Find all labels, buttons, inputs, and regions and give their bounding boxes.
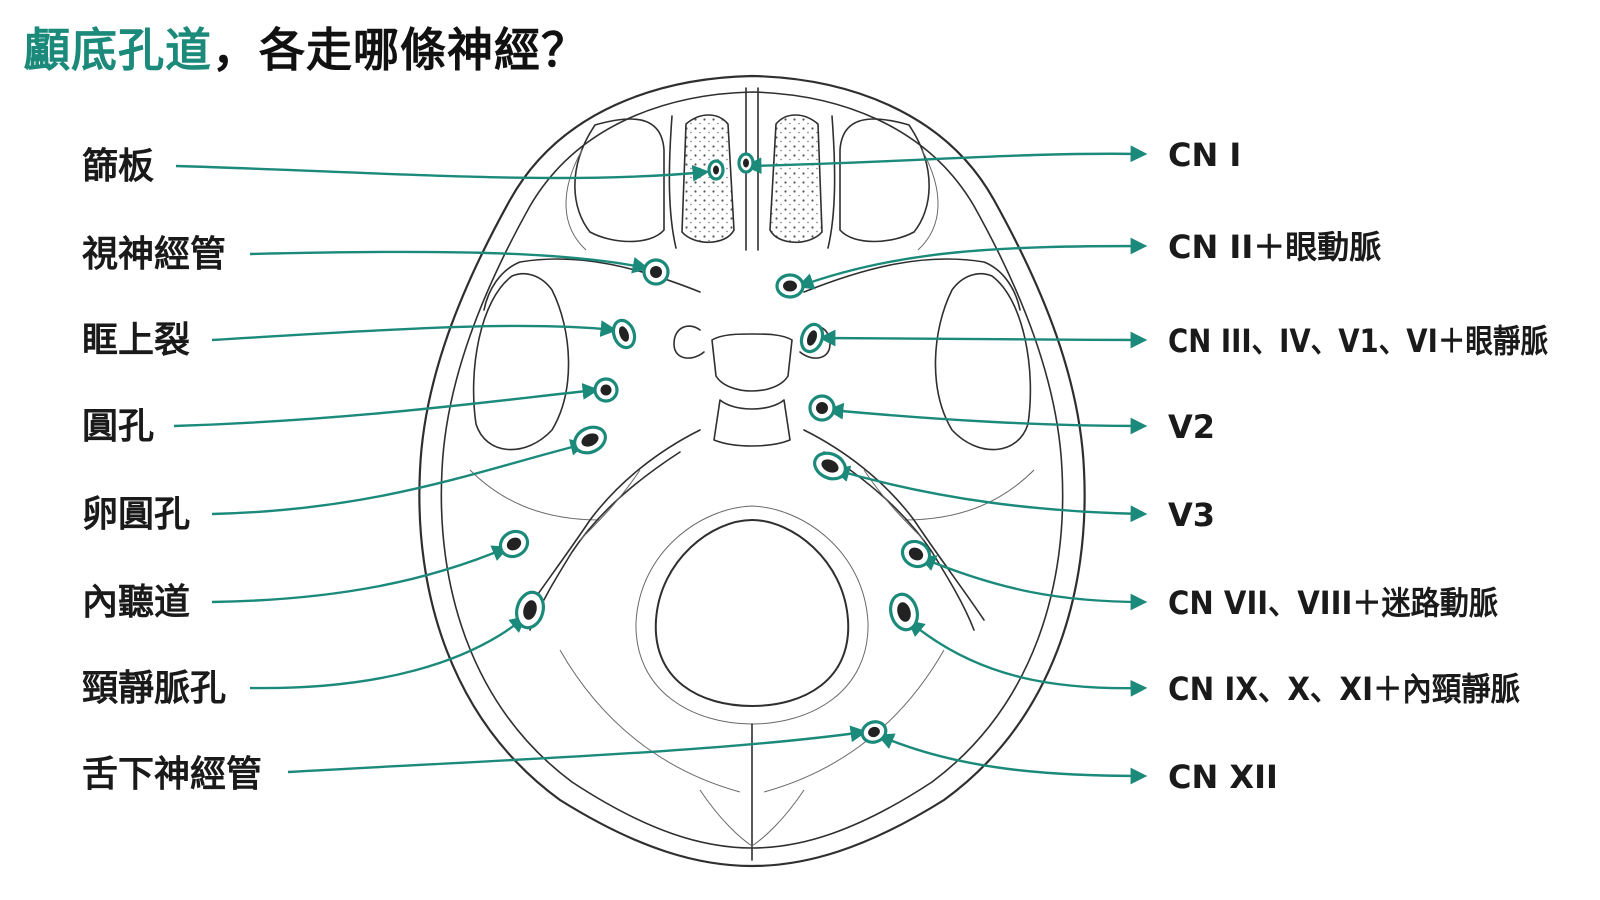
leader-line-ovale-right — [832, 465, 1148, 523]
leader-line-jugular-left — [249, 615, 527, 690]
label-contents-ovale: V3 — [1168, 496, 1215, 534]
leader-line-jugular-right — [907, 619, 1148, 697]
label-contents-rotundum: V2 — [1168, 408, 1215, 446]
leader-line-ovale-left — [211, 439, 588, 516]
skull-base-illustration — [418, 74, 1086, 868]
label-contents-hypoglossal: CN XII — [1168, 758, 1278, 796]
leader-line-sof-right — [818, 329, 1148, 349]
label-contents-iam: CN VII、VIII＋迷路動脈 — [1168, 584, 1498, 622]
label-name-jugular: 頸靜脈孔 — [82, 668, 226, 709]
foramen-sof-right — [799, 322, 825, 354]
foramen-sof-left — [611, 318, 637, 350]
foramen-ovale-left — [573, 425, 607, 455]
foramen-cribriform-left — [707, 159, 725, 181]
foramen-rotundum-right — [808, 394, 836, 422]
label-name-iam: 內聽道 — [82, 582, 190, 623]
label-contents-cribriform: CN I — [1168, 136, 1241, 174]
foramen-optic-right — [775, 273, 805, 299]
foramen-rotundum-left — [593, 377, 619, 403]
label-name-rotundum: 圓孔 — [82, 406, 154, 447]
label-name-optic: 視神經管 — [82, 234, 226, 275]
title-rest: ，各走哪條神經？ — [212, 23, 588, 77]
page-title: 顱底孔道，各走哪條神經？ — [24, 14, 588, 80]
label-name-cribriform: 篩板 — [82, 146, 154, 187]
leader-line-cribriform-right — [744, 145, 1148, 175]
foramen-cribriform-right — [737, 152, 755, 174]
foramen-iam-right — [900, 539, 932, 569]
foramen-jugular-left — [515, 590, 545, 630]
foramen-iam-left — [498, 529, 530, 559]
leader-line-cribriform-left — [175, 164, 710, 182]
label-contents-jugular: CN IX、X、XI＋內頸靜脈 — [1168, 670, 1520, 708]
leader-line-hypoglossal-left — [287, 725, 868, 774]
foramen-optic-left — [642, 258, 670, 286]
label-contents-optic: CN II＋眼動脈 — [1168, 228, 1381, 266]
foramen-hypoglossal — [860, 720, 888, 744]
title-highlight: 顱底孔道 — [24, 23, 212, 77]
leader-line-rotundum-right — [826, 402, 1148, 435]
foramen-ovale-right — [813, 451, 847, 481]
label-name-hypoglossal: 舌下神經管 — [82, 754, 262, 795]
foramen-jugular-right — [889, 592, 919, 632]
leader-line-iam-right — [918, 555, 1148, 611]
label-contents-sof: CN III、IV、V1、VI＋眼靜脈 — [1168, 322, 1548, 360]
leader-line-optic-left — [249, 250, 650, 274]
label-name-ovale: 卵圓孔 — [82, 494, 190, 535]
leader-line-rotundum-left — [173, 383, 600, 428]
leader-line-optic-right — [796, 237, 1148, 290]
leader-line-hypoglossal-right — [876, 733, 1148, 785]
label-name-sof: 眶上裂 — [82, 320, 190, 361]
leader-line-sof-left — [211, 320, 618, 342]
leader-line-iam-left — [211, 545, 510, 604]
